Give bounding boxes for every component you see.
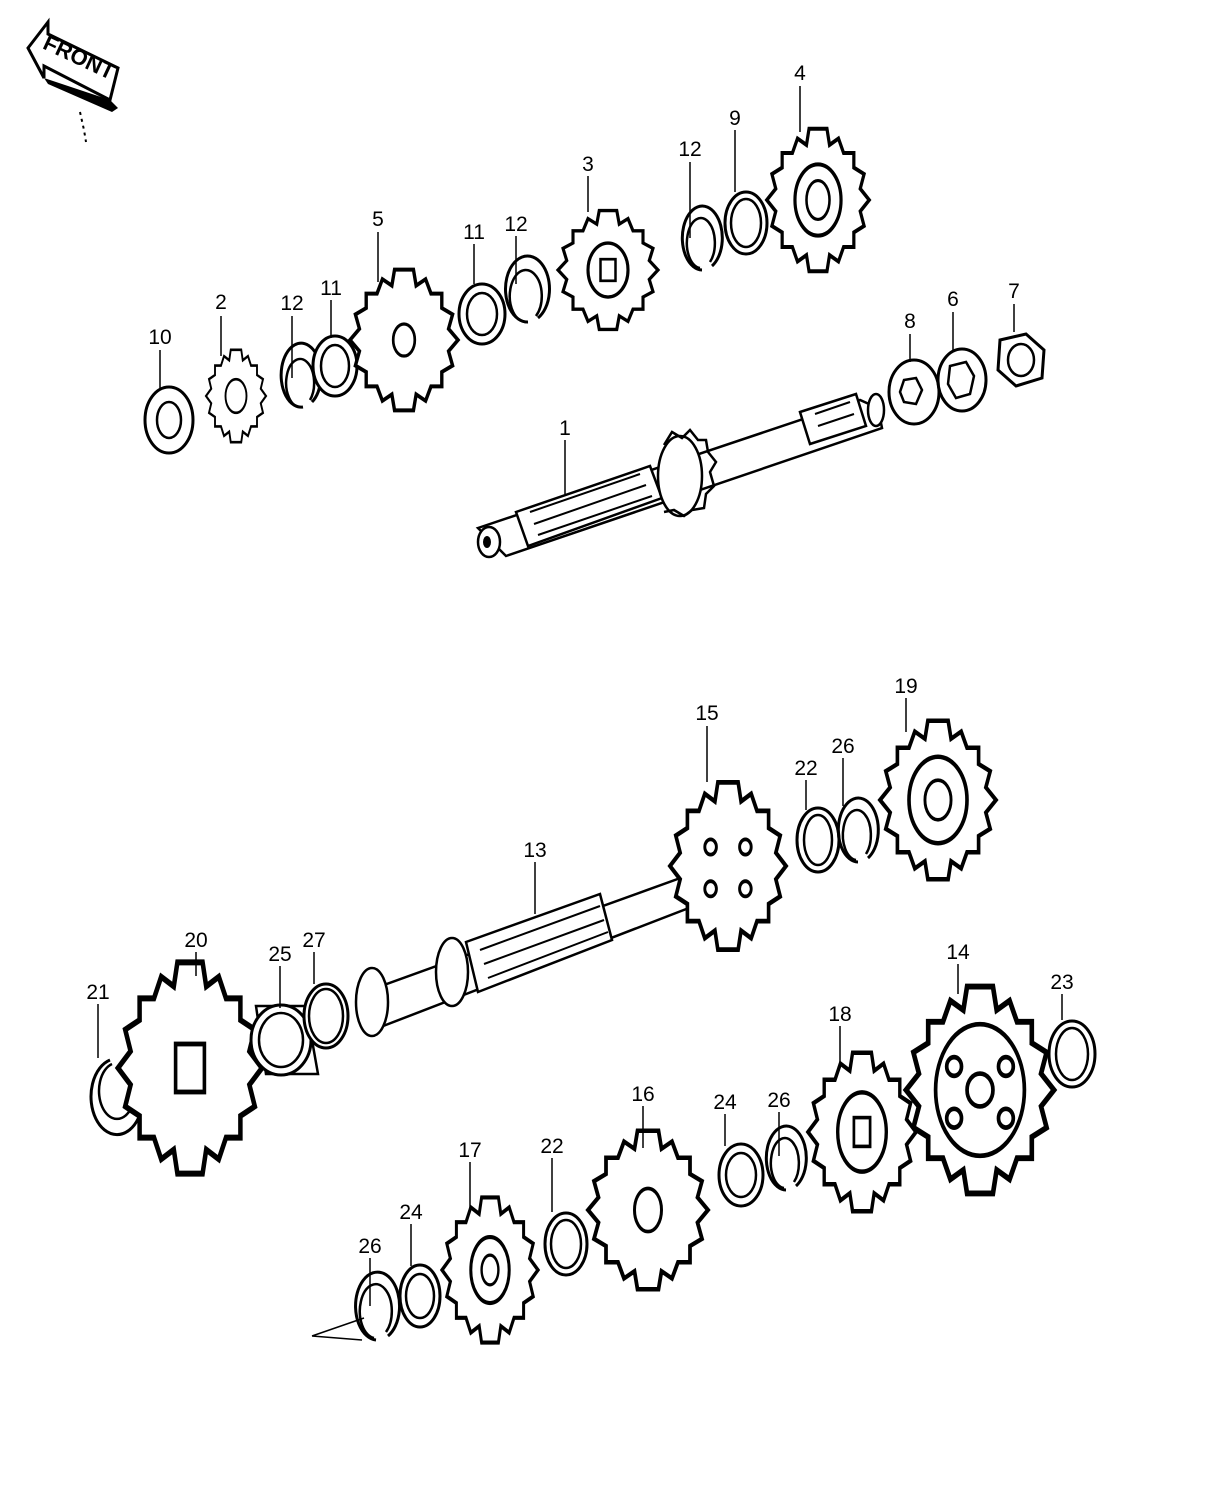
callout-26-c: 26 bbox=[358, 1235, 381, 1258]
part-9-washer bbox=[723, 190, 769, 256]
part-1-input-shaft bbox=[475, 392, 886, 559]
part-13-output-shaft bbox=[354, 874, 696, 1038]
callout-19: 19 bbox=[894, 675, 917, 698]
callout-17: 17 bbox=[458, 1139, 481, 1162]
callout-20: 20 bbox=[184, 929, 207, 952]
part-3-gear bbox=[556, 208, 660, 332]
callout-14: 14 bbox=[946, 941, 970, 964]
part-26-circlip-c bbox=[311, 1270, 402, 1342]
part-22-washer-a bbox=[795, 806, 841, 874]
part-6-washer bbox=[936, 347, 988, 413]
callout-9: 9 bbox=[729, 107, 741, 130]
callout-1: 1 bbox=[559, 417, 571, 440]
callout-2: 2 bbox=[215, 291, 227, 314]
callout-12-b: 12 bbox=[504, 213, 527, 236]
part-19-gear bbox=[880, 721, 996, 879]
callout-26-b: 26 bbox=[767, 1089, 790, 1112]
part-12-circlip-b bbox=[504, 254, 551, 324]
callout-27: 27 bbox=[302, 929, 325, 952]
callout-12-a: 12 bbox=[280, 292, 303, 315]
callout-11-b: 11 bbox=[463, 221, 485, 244]
callout-3: 3 bbox=[582, 153, 594, 176]
part-18-gear bbox=[808, 1053, 916, 1211]
part-15-gear bbox=[670, 782, 786, 949]
part-27-o-ring bbox=[302, 982, 350, 1050]
part-8-lockwasher bbox=[887, 358, 941, 426]
callout-25: 25 bbox=[268, 943, 291, 966]
callout-26-a: 26 bbox=[831, 735, 854, 758]
part-20-sprocket bbox=[118, 962, 262, 1173]
leader-lines bbox=[97, 86, 1063, 1306]
callout-6: 6 bbox=[947, 288, 959, 311]
callout-22-b: 22 bbox=[540, 1135, 563, 1158]
part-17-gear bbox=[442, 1197, 538, 1342]
callout-labels: 1 2 3 4 5 6 7 8 9 10 11 11 12 12 12 13 1… bbox=[86, 62, 1073, 1258]
part-11-thrust-washer-b bbox=[457, 282, 507, 346]
callout-18: 18 bbox=[828, 1003, 851, 1026]
callout-12-c: 12 bbox=[678, 138, 701, 161]
part-12-circlip-c bbox=[680, 204, 724, 272]
part-26-circlip-b bbox=[764, 1124, 808, 1192]
callout-23: 23 bbox=[1050, 971, 1073, 994]
callout-22-a: 22 bbox=[794, 757, 817, 780]
callout-11-a: 11 bbox=[320, 277, 342, 300]
part-2-gear bbox=[204, 348, 268, 444]
callout-5: 5 bbox=[372, 208, 384, 231]
part-16-gear bbox=[588, 1131, 708, 1289]
callout-13: 13 bbox=[523, 839, 546, 862]
part-24-thrust-washer-b bbox=[398, 1263, 442, 1329]
part-26-circlip-a bbox=[836, 796, 880, 864]
callout-7: 7 bbox=[1008, 280, 1020, 303]
callout-24-b: 24 bbox=[399, 1201, 423, 1224]
part-14-gear bbox=[906, 987, 1054, 1194]
callout-4: 4 bbox=[794, 62, 806, 85]
callout-24-a: 24 bbox=[713, 1091, 737, 1114]
part-23-washer bbox=[1047, 1019, 1097, 1089]
part-22-washer-b bbox=[543, 1211, 589, 1277]
callout-10: 10 bbox=[148, 326, 171, 349]
callout-15: 15 bbox=[695, 702, 718, 725]
part-24-thrust-washer-a bbox=[717, 1142, 765, 1208]
part-7-nut bbox=[996, 332, 1046, 388]
part-5-gear bbox=[350, 270, 458, 411]
part-4-gear bbox=[767, 129, 869, 272]
callout-16: 16 bbox=[631, 1083, 654, 1106]
part-11-thrust-washer-a bbox=[311, 334, 359, 398]
callout-21: 21 bbox=[86, 981, 109, 1004]
part-10-washer bbox=[143, 385, 195, 455]
front-arrow: FRONT bbox=[26, 17, 120, 143]
callout-8: 8 bbox=[904, 310, 916, 333]
